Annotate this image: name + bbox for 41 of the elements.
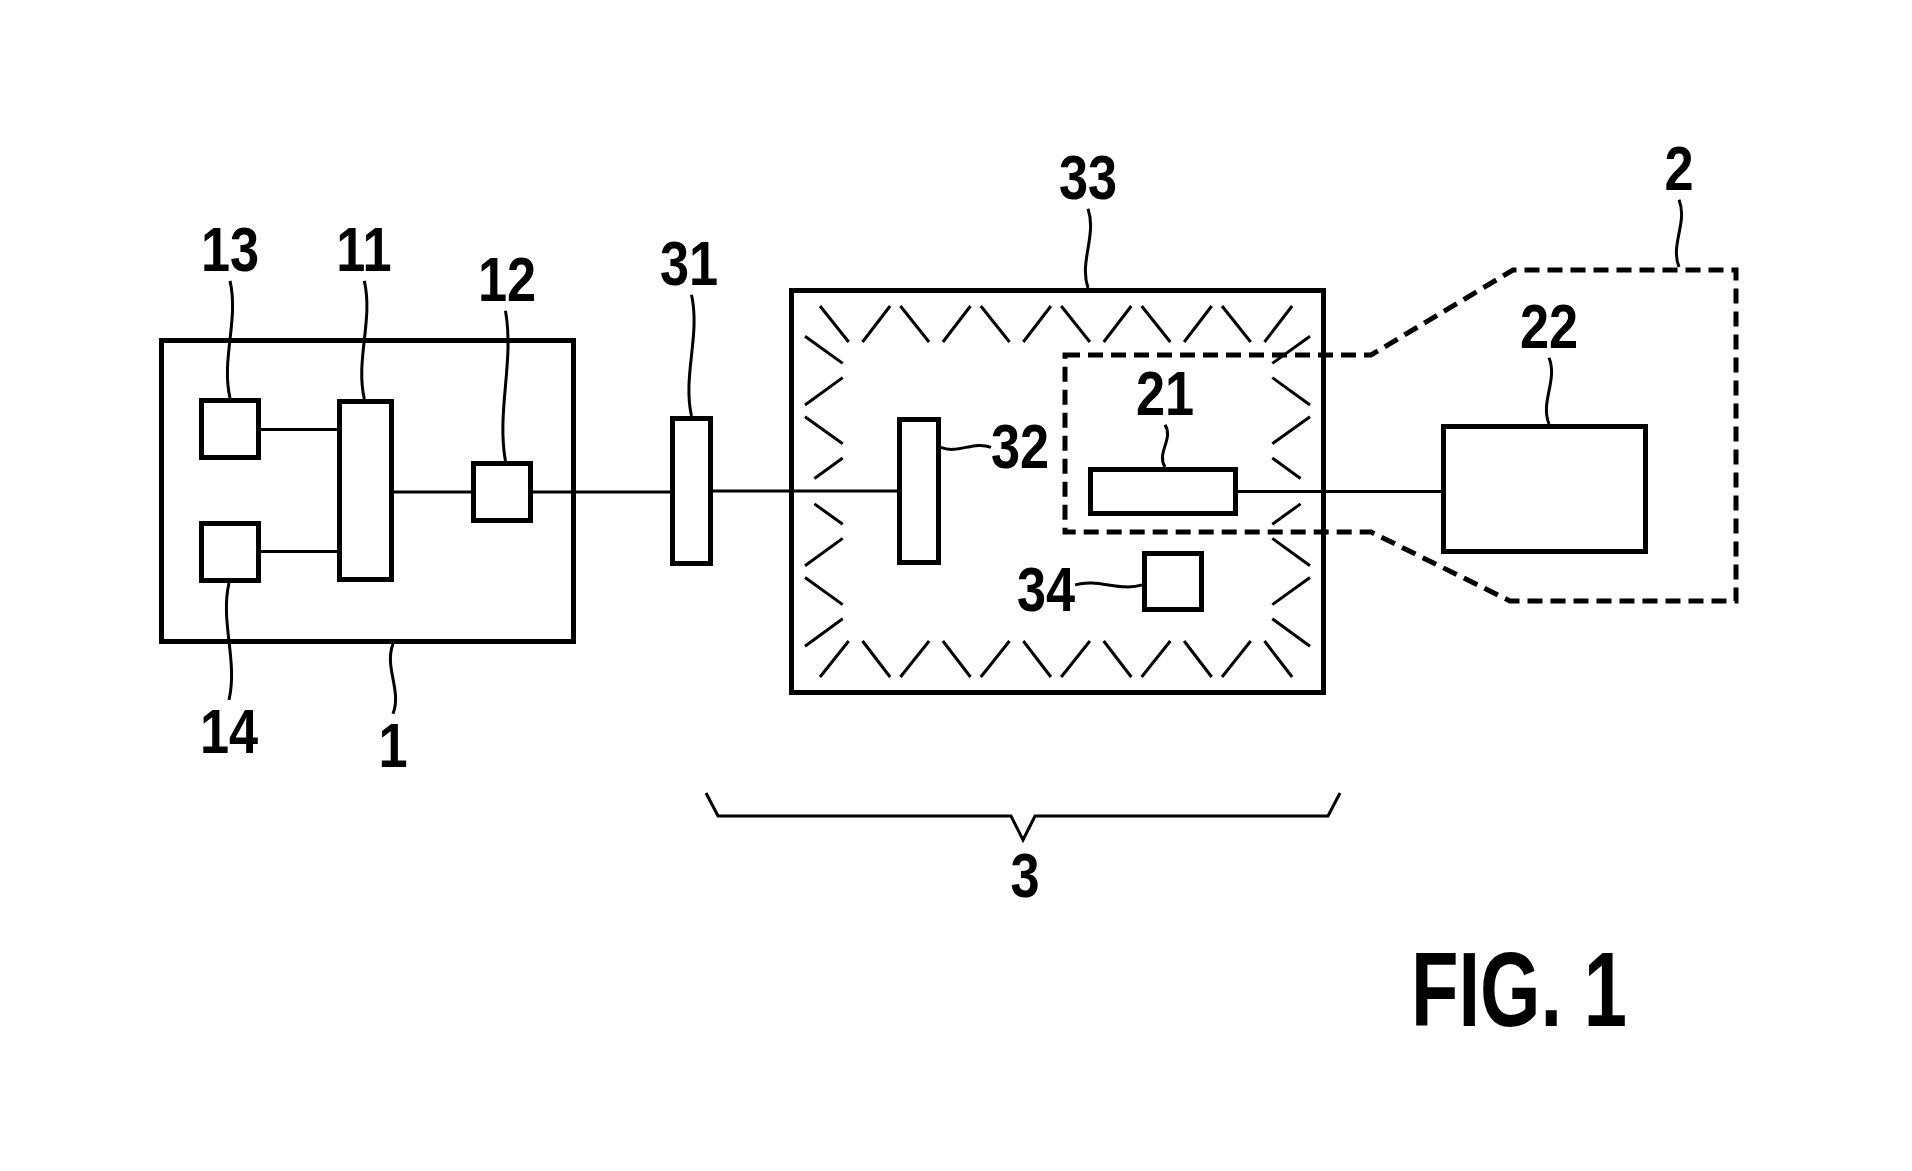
component-box bbox=[1142, 551, 1204, 612]
leader-line bbox=[225, 280, 235, 399]
connecting-line bbox=[713, 489, 897, 493]
callout-number: 31 bbox=[659, 231, 719, 295]
connecting-line bbox=[394, 490, 471, 494]
leader-line bbox=[1074, 581, 1143, 589]
connecting-line bbox=[261, 550, 337, 553]
callout-number: 33 bbox=[1058, 145, 1118, 209]
leader-line bbox=[1545, 357, 1553, 425]
component-box bbox=[897, 417, 941, 565]
connecting-line bbox=[261, 428, 337, 431]
callout-number: 22 bbox=[1519, 294, 1579, 358]
callout-number: 11 bbox=[336, 217, 392, 281]
component-box bbox=[471, 461, 533, 523]
leader-line bbox=[1084, 208, 1092, 289]
callout-number: 2 bbox=[1664, 136, 1694, 200]
callout-number: 32 bbox=[990, 414, 1050, 478]
leader-line bbox=[360, 280, 369, 400]
connecting-line bbox=[1238, 490, 1441, 493]
figure-caption: FIG. 1 bbox=[1411, 937, 1627, 1043]
callout-number: 13 bbox=[200, 217, 260, 281]
component-box bbox=[670, 416, 713, 566]
callout-number: 3 bbox=[1010, 843, 1040, 907]
enclosure-box bbox=[159, 338, 576, 644]
callout-number: 1 bbox=[378, 713, 408, 777]
component-box bbox=[199, 398, 261, 460]
callout-number: 21 bbox=[1135, 361, 1195, 425]
component-box bbox=[337, 399, 394, 582]
connecting-line bbox=[533, 490, 670, 494]
callout-number: 14 bbox=[199, 699, 259, 763]
component-box bbox=[1088, 467, 1238, 516]
leader-line bbox=[388, 643, 398, 715]
leader-line bbox=[224, 582, 234, 701]
callout-number: 34 bbox=[1016, 557, 1076, 621]
callout-number: 12 bbox=[477, 247, 537, 311]
component-box bbox=[199, 521, 261, 583]
component-box bbox=[1441, 424, 1648, 554]
leader-line bbox=[940, 443, 992, 451]
leader-line bbox=[687, 294, 696, 417]
leader-line bbox=[1161, 424, 1169, 468]
leader-line bbox=[1675, 199, 1683, 268]
